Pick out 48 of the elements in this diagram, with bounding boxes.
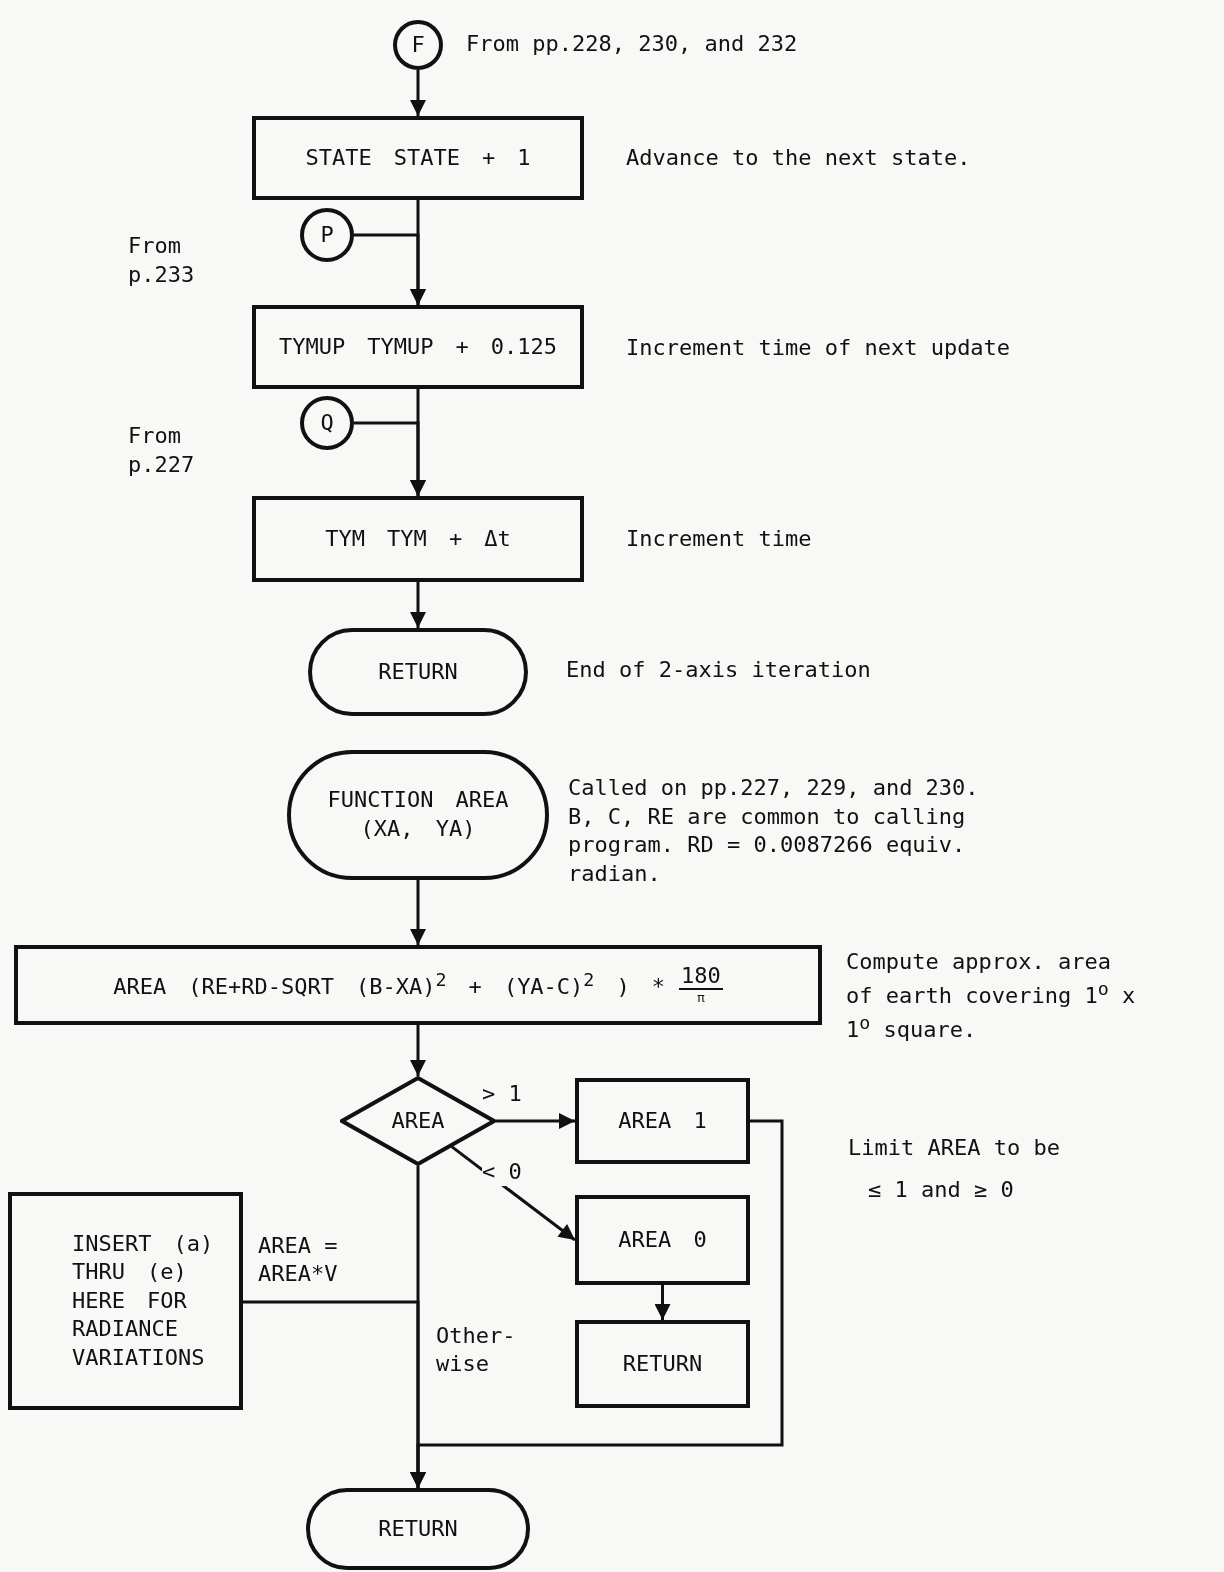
node-text: RETURN (622, 1349, 703, 1378)
process-box (575, 1195, 750, 1285)
node-text: F (411, 30, 425, 59)
process-box (8, 1192, 243, 1410)
annotation-text: From pp.228, 230, and 232 (466, 30, 799, 58)
formula-text: AREA (RE+RD-SQRT (B-XA)$^{2}$ + (YA-C)$^{2}$ ) * (113, 968, 665, 1002)
connector-circle (393, 20, 443, 70)
annotation-text: Called on pp.227, 229, and 230. B, C, RE are common to calling program. RD = 0.0087266 equiv. radian. (568, 774, 980, 888)
decision-diamond (340, 1076, 496, 1166)
arrow (410, 1025, 426, 1076)
arrow (496, 1113, 575, 1129)
annotation-text: Increment time (626, 525, 813, 553)
node-text: FUNCTION AREA (XA, YA) (326, 786, 510, 843)
node-text: P (320, 220, 334, 249)
process-box (252, 496, 584, 582)
node-text: AREA 0 (618, 1225, 707, 1254)
annotation-text: Advance to the next state. (626, 144, 972, 172)
note-text: Limit AREA to be (848, 1134, 1061, 1162)
node-text: INSERT (a) THRU (e) HERE FOR RADIANCE VARIATIONS (72, 1229, 215, 1372)
node-text: RETURN (378, 1514, 458, 1543)
process-box (252, 116, 584, 200)
process-box (575, 1078, 750, 1164)
note-text: ≤ 1 and ≥ 0 (868, 1176, 1015, 1204)
connector-circle (300, 208, 354, 262)
arrow (410, 1166, 426, 1488)
node-text: RETURN (378, 657, 458, 686)
arrow (410, 70, 426, 116)
process-box (252, 305, 584, 389)
annotation-text: End of 2-axis iteration (566, 656, 872, 684)
annotation-text: Compute approx. area of earth covering 1$^{o}$ x 1$^{o}$ square. (846, 948, 1136, 1044)
node-text: TYMUP TYMUP + 0.125 (278, 332, 558, 361)
arrow (654, 1285, 671, 1320)
annotation-text: Increment time of next update (626, 334, 1012, 362)
fraction: 180 π (679, 964, 723, 1006)
arrow (354, 421, 426, 496)
arrow (354, 233, 426, 305)
arrow (410, 880, 426, 945)
arrow (410, 582, 426, 628)
node-text: AREA (391, 1106, 445, 1135)
connector-circle (300, 396, 354, 450)
node-text: STATE STATE + 1 (305, 143, 531, 172)
node-text: AREA 1 (618, 1106, 707, 1135)
process-box (575, 1320, 750, 1408)
process-box (14, 945, 822, 1025)
note-text: From p.233 (128, 232, 196, 289)
note-text: From p.227 (128, 422, 196, 479)
node-text: Q (320, 408, 334, 437)
node-text: TYM TYM + Δt (325, 524, 511, 553)
